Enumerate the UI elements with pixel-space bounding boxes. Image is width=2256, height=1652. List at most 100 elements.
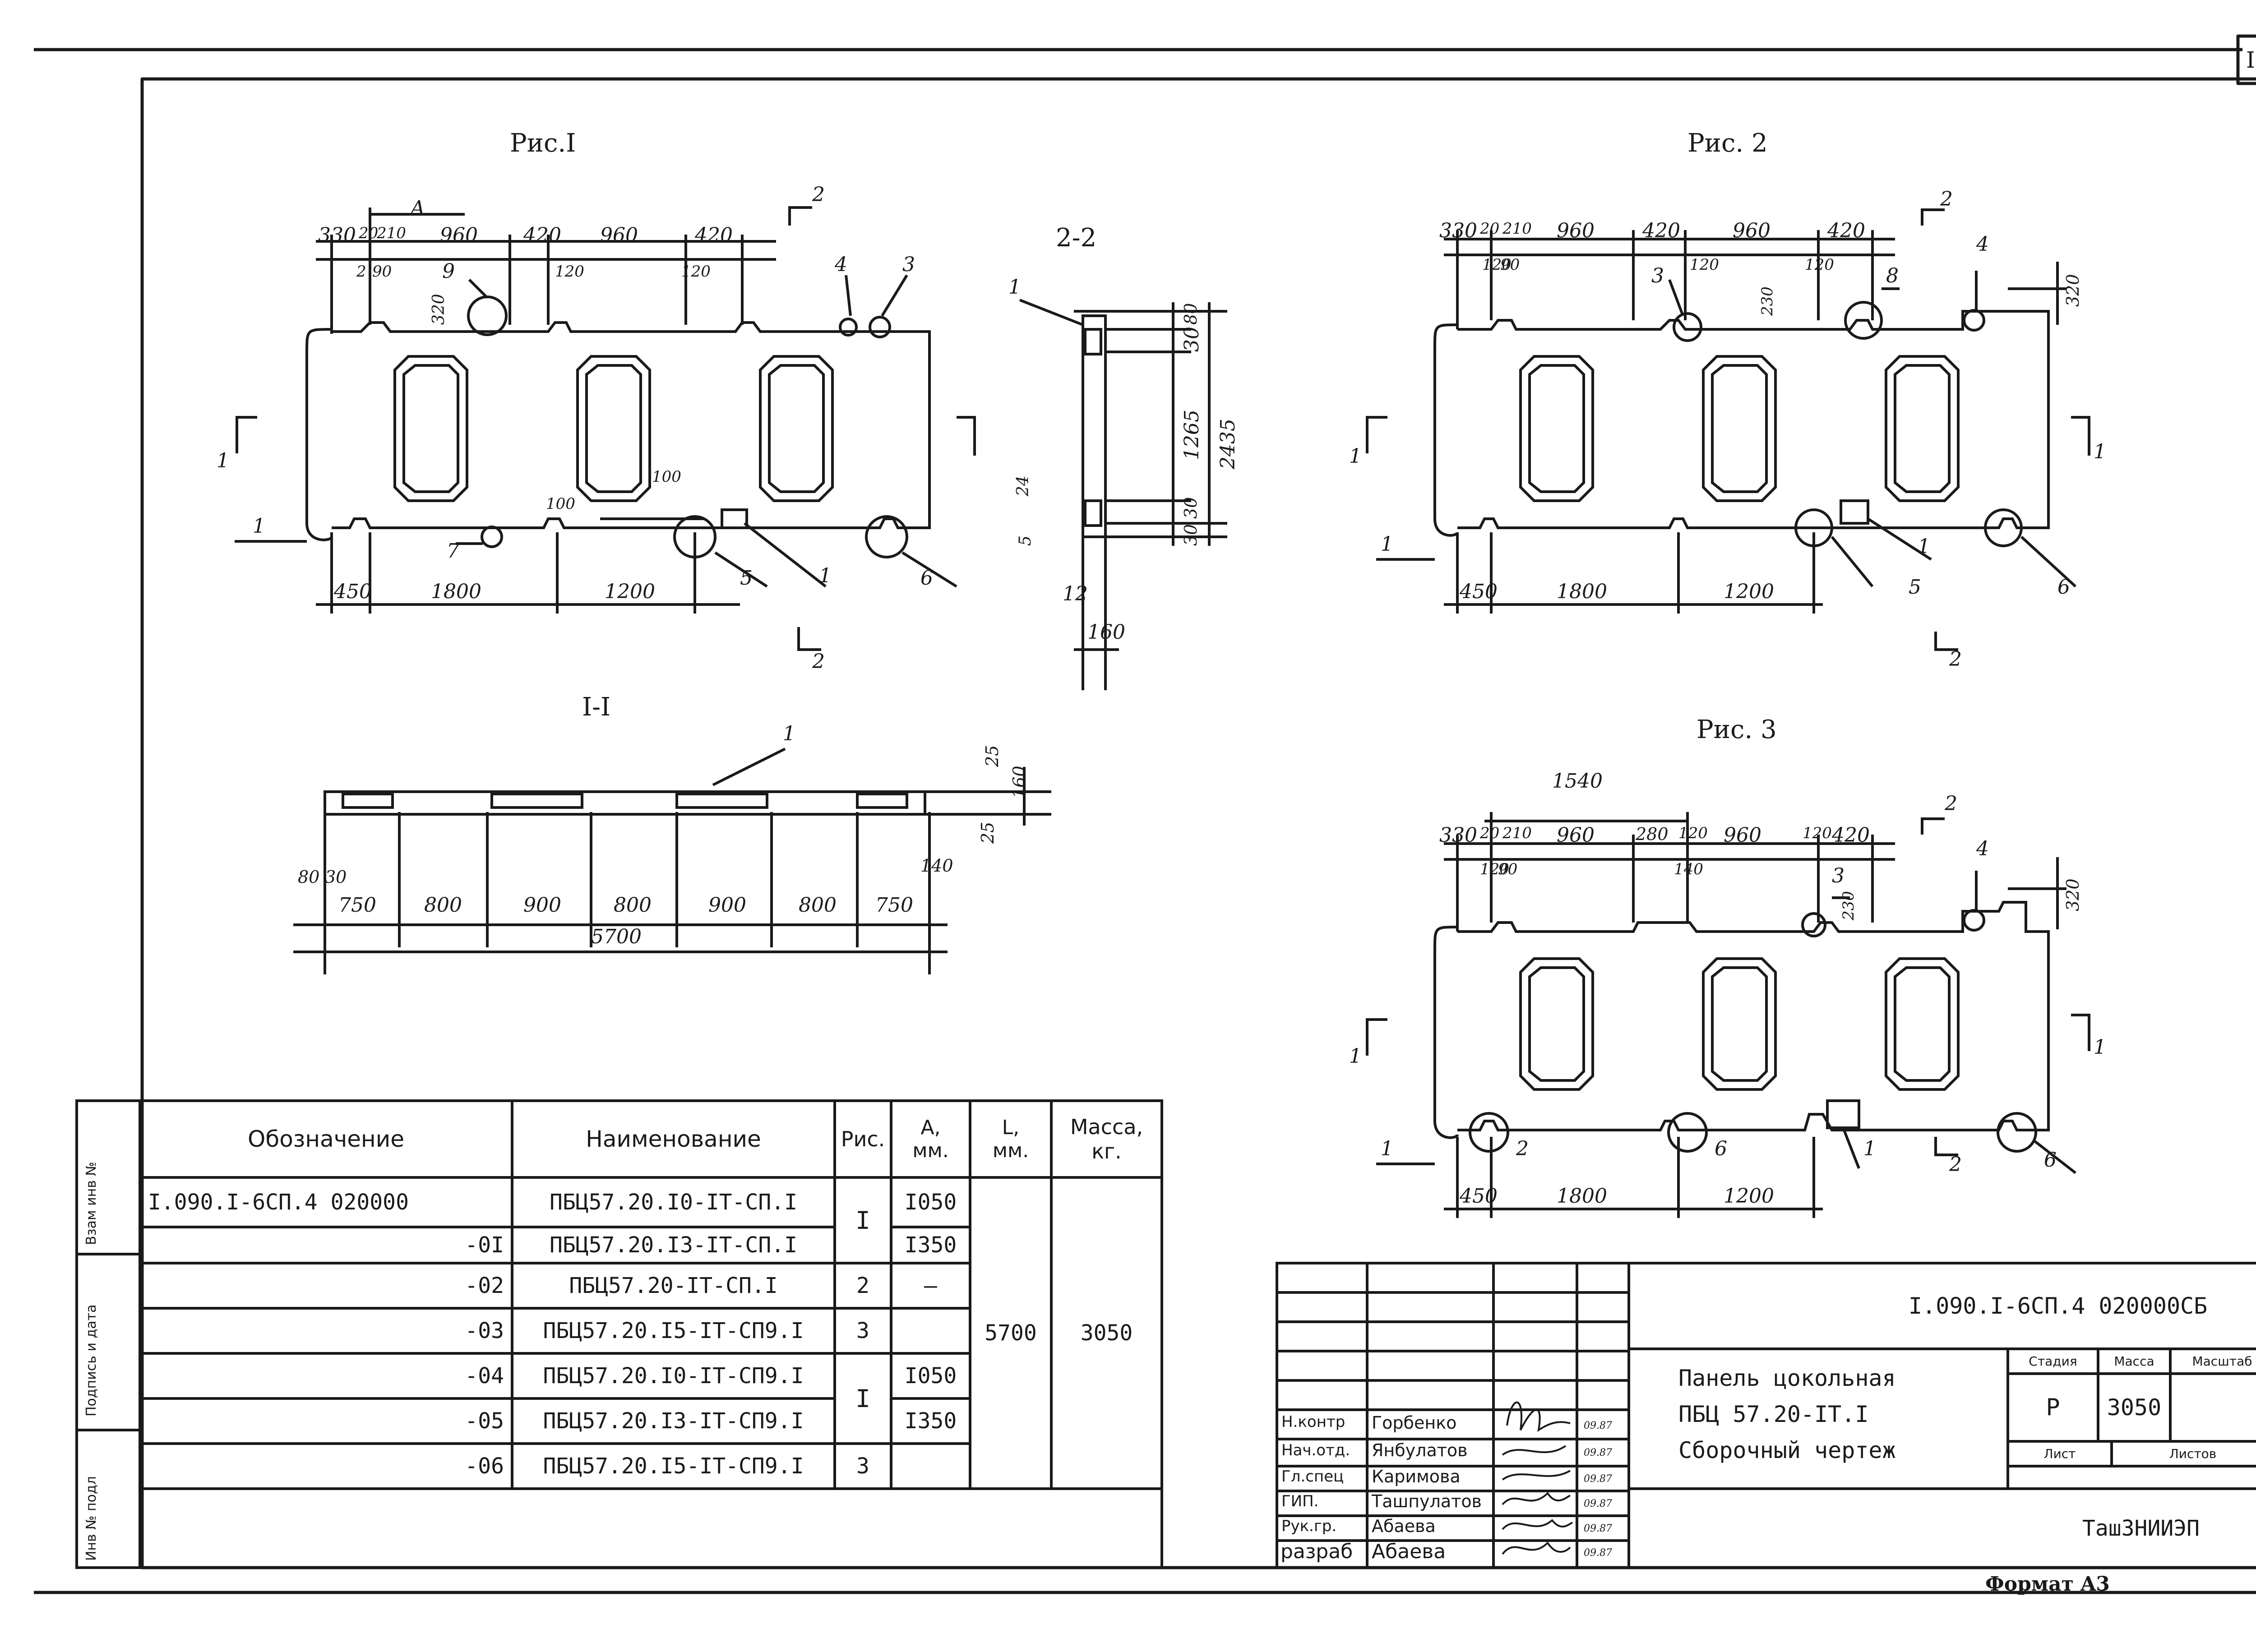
spec-row-a: I050 (904, 1190, 957, 1215)
staff-date: 09.87 (1584, 1473, 1612, 1485)
fig2-callout: 3 (1651, 264, 1664, 287)
fig1-bottom-dim: 1800 (431, 580, 481, 603)
signature-scribbles (1502, 1401, 1573, 1555)
staff-role: Рук.гр. (1281, 1517, 1337, 1535)
staff-name: Ташпулатов (1372, 1491, 1482, 1511)
spec-header-a: A, мм. (912, 1116, 949, 1162)
fig3-callout: 6 (2044, 1149, 2057, 1172)
spec-table-grid (75, 1099, 1163, 1569)
fig1-top-dim: 330 (318, 224, 356, 247)
sheets-label: Листов (2169, 1446, 2217, 1461)
fig3-small-dim: 90 (1498, 860, 1518, 878)
fig3-section-mark: 1 (2094, 1036, 2106, 1059)
fig1-small-dim: 320 (430, 294, 448, 325)
fig3-bottom-dim: 1200 (1724, 1185, 1774, 1208)
fig1-callout: 1 (253, 515, 265, 538)
spec-row-fig: I (855, 1384, 870, 1413)
staff-role: разраб (1281, 1540, 1353, 1563)
staff-name: Абаева (1372, 1540, 1446, 1563)
section-11-dim: 900 (708, 894, 746, 917)
spec-row-name: ПБЦ57.20-IТ-СП.I (569, 1273, 778, 1298)
fig1-callout: 5 (740, 567, 753, 590)
section-11-dim: 80 (298, 867, 320, 887)
fig2-panel (1366, 208, 2090, 651)
paper-format: Формат A3 (1985, 1573, 2110, 1596)
fig1-top-dim: 960 (600, 224, 638, 247)
section-22-dim: 160 (1087, 621, 1125, 644)
organization-name: ТашЗНИИЭП (2082, 1515, 2200, 1541)
section-22-dim: 2435 (1216, 419, 1239, 469)
fig3-callout: 4 (1976, 837, 1989, 860)
section-22-dim: 30 (1181, 497, 1201, 519)
fig3-section-mark: 2 (1945, 792, 1957, 815)
section-11-callout: 1 (783, 722, 795, 745)
fig2-small-dim: 230 (1758, 286, 1776, 316)
spec-header-l: L, мм. (992, 1116, 1029, 1162)
section-11-dim: 800 (614, 894, 652, 917)
fig1-inner-dim: 100 (546, 495, 575, 513)
stage-label: Стадия (2029, 1354, 2077, 1369)
fig1-panel (235, 206, 976, 651)
drawing-title-line1: Панель цокольная (1678, 1365, 1896, 1391)
fig3-bottom-dim: 1800 (1557, 1185, 1607, 1208)
fig3-bottom-dim: 450 (1460, 1185, 1498, 1208)
fig3-top-dim: 420 (1832, 824, 1870, 847)
spec-row-designation: -02 (465, 1273, 504, 1298)
fig3-small-dim: 140 (1674, 860, 1703, 878)
staff-date: 09.87 (1584, 1498, 1612, 1509)
fig2-callout: 1 (1918, 535, 1930, 558)
fig2-top-dim: 420 (1642, 219, 1680, 242)
fig3-span-dim: 1540 (1552, 770, 1603, 793)
fig3-callout: 1 (1381, 1137, 1393, 1160)
spec-row-fig: 3 (856, 1318, 869, 1343)
fig3-section-mark: 1 (1349, 1045, 1362, 1068)
section-11-dim: 800 (424, 894, 462, 917)
section-11-dim: 25 (982, 745, 1002, 767)
fig2-small-dim: 120 (1805, 256, 1834, 274)
spec-row-designation: I.090.I-6СП.4 020000 (148, 1190, 409, 1215)
fig1-dim-A: A (411, 197, 425, 220)
spec-row-designation: -0I (465, 1232, 504, 1258)
fig2-section-mark: 2 (1949, 648, 1962, 671)
stage-value: Р (2046, 1394, 2060, 1421)
inner-frame (140, 77, 2256, 1569)
section-11-dim: 750 (338, 894, 376, 917)
fig1-section-mark: 2 (812, 183, 825, 206)
fig3-top-dim: 210 (1502, 824, 1532, 842)
fig3-top-dim: 120 (1678, 824, 1708, 842)
fig2-callout: 4 (1976, 233, 1989, 256)
fig1-section-mark: 1 (217, 449, 229, 472)
staff-name: Абаева (1372, 1516, 1436, 1536)
fig2-small-dim: 90 (1500, 256, 1520, 274)
fig3-top-dim: 960 (1557, 824, 1595, 847)
section-22-title: 2-2 (1056, 223, 1097, 253)
spec-header-designation: Обозначение (248, 1126, 404, 1152)
drawing-title-line3: Сборочный чертеж (1678, 1437, 1896, 1463)
fig2-top-dim: 330 (1439, 219, 1477, 242)
spec-row-designation: -04 (465, 1363, 504, 1389)
spec-row-a: I350 (904, 1232, 957, 1258)
fig2-section-mark: 1 (1349, 445, 1362, 468)
section-11-dim: 900 (523, 894, 561, 917)
fig2-title: Рис. 2 (1687, 129, 1768, 158)
section-11-dim: 5700 (591, 925, 642, 948)
fig3-title: Рис. 3 (1697, 715, 1777, 744)
fig2-bottom-dim: 450 (1460, 580, 1498, 603)
section-22-callout: 1 (1008, 276, 1021, 299)
fig1-section-mark: 2 (812, 650, 825, 673)
section-22-dim: 1265 (1180, 410, 1203, 460)
section-22-linework (1019, 299, 1227, 690)
fig1-top-dim: 20 (359, 224, 379, 242)
fig2-small-dim: 120 (1690, 256, 1719, 274)
sheet-label: Лист (2043, 1446, 2076, 1461)
spec-row-name: ПБЦ57.20.I5-IТ-СП9.I (543, 1318, 804, 1343)
fig3-callout: 1 (1863, 1137, 1876, 1160)
section-22-dim: 24 (1014, 475, 1032, 496)
fig2-bottom-dim: 1800 (1557, 580, 1607, 603)
fig3-panel (1366, 812, 2090, 1218)
mass-label: Масса (2114, 1354, 2154, 1369)
section-11-title: I-I (582, 692, 611, 722)
fig2-section-mark: 1 (2094, 440, 2106, 463)
section-11-dim: 25 (978, 821, 998, 844)
